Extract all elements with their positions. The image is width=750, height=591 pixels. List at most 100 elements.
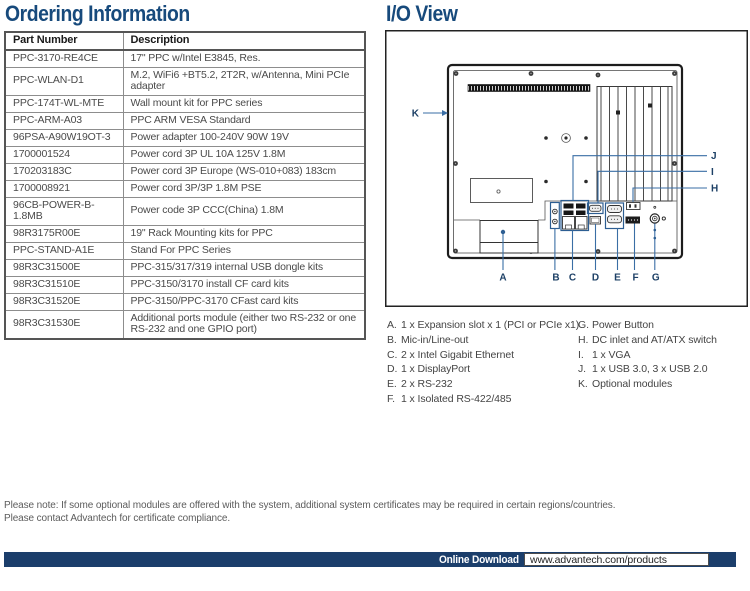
legend-letter: A. (387, 319, 397, 331)
part-number-cell: PPC-STAND-A1E (4, 241, 124, 260)
legend-letter: E. (387, 378, 397, 391)
heatsink-fins (596, 86, 673, 202)
vent-comb (467, 84, 591, 92)
dc-inlet (626, 202, 641, 210)
rs232-ports (604, 202, 625, 230)
part-number-cell: 98R3175R00E (4, 224, 124, 243)
callout-c: C (569, 273, 576, 284)
download-url-box[interactable]: www.advantech.com/products (524, 553, 709, 566)
callouts: K J I H A B C D E F G (412, 109, 718, 284)
legend-text: 1 x DisplayPort (401, 363, 471, 376)
legend-letter: H. (578, 333, 589, 346)
rear-panel-diagram: K J I H A B C D E F G (385, 30, 748, 307)
legend-text: Optional modules (592, 378, 673, 391)
part-number-cell: 98R3C31530E (4, 309, 124, 339)
part-number-cell: 98R3C31520E (4, 292, 124, 311)
note-line-1: Please note: If some optional modules ar… (4, 500, 616, 511)
label-plate (470, 178, 533, 203)
callout-i: I (711, 167, 714, 178)
io-legend-item: C.2 x Intel Gigabit Ethernet (387, 348, 577, 363)
callout-j: J (711, 151, 717, 162)
description-cell: 19" Rack Mounting kits for PPC (122, 224, 366, 243)
callout-k: K (412, 109, 420, 120)
io-view-heading: I/O View (386, 1, 458, 26)
io-legend-item: K. Optional modules (578, 377, 748, 392)
power-button (649, 205, 666, 224)
usb-ports (560, 199, 590, 232)
screws (453, 71, 677, 254)
part-number-header: Part Number (4, 31, 124, 51)
legend-text: Power Button (592, 319, 654, 331)
download-url-text[interactable]: www.advantech.com/products (530, 553, 667, 566)
part-number-cell: 98R3C31500E (4, 258, 124, 277)
part-number-cell: 1700008921 (4, 179, 124, 198)
callout-f: F (632, 273, 638, 284)
io-legend-item: H.DC inlet and AT/ATX switch (578, 333, 748, 348)
legend-text: 1 x VGA (592, 348, 631, 361)
description-cell: Power code 3P CCC(China) 1.8M (122, 196, 366, 226)
io-ports (549, 199, 666, 232)
io-legend-item: J. 1 x USB 3.0, 3 x USB 2.0 (578, 362, 748, 377)
legend-letter: C. (387, 348, 398, 361)
vesa-mount-holes (544, 133, 588, 184)
callout-a: A (499, 273, 506, 284)
legend-text: 2 x RS-232 (401, 378, 453, 391)
part-number-cell: PPC-174T-WL-MTE (4, 94, 124, 113)
legend-letter: I. (578, 348, 584, 361)
legend-letter: J. (578, 363, 586, 376)
description-cell: Power cord 3P/3P 1.8M PSE (122, 179, 366, 198)
description-cell: Stand For PPC Series (122, 241, 366, 260)
io-legend-item: B. Mic-in/Line-out (387, 333, 577, 348)
io-legend-item: A. 1 x Expansion slot x 1 (PCI or PCIe x1… (387, 318, 580, 333)
ethernet-ports (562, 216, 588, 230)
part-number-cell: 170203183C (4, 162, 124, 181)
io-legend-item: F. 1 x Isolated RS-422/485 (387, 392, 577, 407)
description-cell: PPC ARM VESA Standard (122, 111, 366, 130)
legend-text: 2 x Intel Gigabit Ethernet (401, 348, 514, 361)
description-cell: Additional ports module (either two RS-2… (122, 309, 366, 339)
part-number-cell: 96PSA-A90W19OT-3 (4, 128, 124, 147)
part-number-cell: 98R3C31510E (4, 275, 124, 294)
online-download-label: Online Download (439, 553, 519, 566)
callout-b: B (552, 273, 559, 284)
legend-letter: K. (578, 378, 588, 391)
io-legend-item: G.Power Button (578, 318, 748, 333)
legend-text: 1 x Expansion slot x 1 (PCI or PCIe x1) (401, 319, 580, 331)
displayport (589, 216, 601, 225)
legend-text: 1 x USB 3.0, 3 x USB 2.0 (592, 363, 708, 376)
legend-text: Mic-in/Line-out (401, 333, 469, 346)
expansion-slot-bracket (479, 220, 539, 254)
description-cell: Power cord 3P Europe (WS-010+083) 183cm (122, 162, 366, 181)
table-header-row: Part Number Description (4, 31, 366, 51)
legend-text: DC inlet and AT/ATX switch (592, 333, 717, 346)
part-number-cell: 96CB-POWER-B-1.8MB (4, 196, 124, 226)
description-cell: PPC-3150/3170 install CF card kits (122, 275, 366, 294)
io-legend-item: E. 2 x RS-232 (387, 377, 577, 392)
description-cell: M.2, WiFi6 +BT5.2, 2T2R, w/Antenna, Mini… (122, 66, 366, 96)
legend-text: 1 x Isolated RS-422/485 (401, 392, 512, 405)
legend-letter: F. (387, 392, 395, 405)
io-legend-item: I. 1 x VGA (578, 348, 748, 363)
online-download-bar: Online Download www.advantech.com/produc… (4, 552, 736, 567)
legend-letter: B. (387, 333, 397, 346)
description-cell: Power adapter 100-240V 90W 19V (122, 128, 366, 147)
io-view-diagram: K J I H A B C D E F G (385, 30, 748, 307)
io-legend-item: D.1 x DisplayPort (387, 362, 577, 377)
legend-letter: G. (578, 319, 589, 331)
description-cell: PPC-315/317/319 internal USB dongle kits (122, 258, 366, 277)
